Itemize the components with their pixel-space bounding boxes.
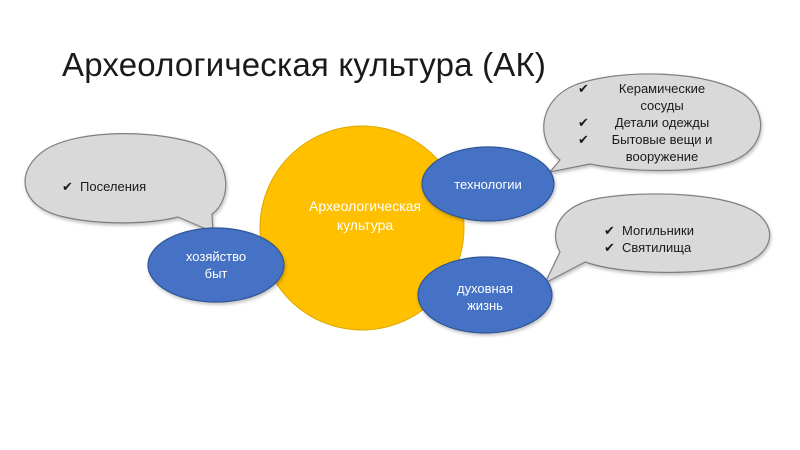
check-icon: ✔: [604, 240, 615, 255]
node-spiritual-label: духовная жизнь: [425, 280, 545, 314]
node-economy-ellipse: [147, 227, 285, 303]
callout-spiritual-text: ✔Могильники ✔Святилища: [604, 222, 734, 256]
node-economy-label: хозяйство быт: [156, 248, 276, 282]
node-technology-label: технологии: [454, 177, 522, 192]
center-node-label: Археологическая культура: [309, 198, 421, 233]
check-icon: ✔: [578, 132, 589, 147]
callout-technology-bubble: [543, 73, 762, 173]
slide-title: Археологическая культура (АК): [62, 46, 547, 83]
callout-settlements-item: ✔Поселения: [62, 179, 147, 194]
node-spiritual-label-line2: жизнь: [467, 298, 503, 313]
check-icon: ✔: [604, 223, 615, 238]
callout-spiritual-item: ✔Святилища: [604, 240, 692, 255]
callout-settlements-bubble: [24, 133, 227, 233]
callout-technology-item: ✔Детали одежды: [578, 115, 710, 130]
callout-spiritual-item: ✔Могильники: [604, 223, 694, 238]
node-spiritual-label-line1: духовная: [456, 281, 514, 296]
callout-technology-item: ✔Керамические сосуды: [578, 81, 706, 113]
check-icon: ✔: [578, 115, 589, 130]
callout-spiritual-bubble: [543, 193, 771, 285]
callout-settlements-text: ✔Поселения: [62, 178, 202, 195]
center-node-circle: [259, 125, 465, 331]
check-icon: ✔: [62, 179, 73, 194]
check-icon: ✔: [578, 81, 589, 96]
node-technology-ellipse: [421, 146, 555, 222]
node-spiritual-ellipse: [417, 256, 553, 334]
callout-technology-item: ✔Бытовые вещи и вооружение: [578, 132, 713, 164]
callout-technology-text: ✔Керамические сосуды ✔Детали одежды ✔Быт…: [578, 80, 728, 165]
node-economy-label-line1: хозяйство: [185, 249, 247, 264]
node-economy-label-line2: быт: [204, 266, 228, 281]
